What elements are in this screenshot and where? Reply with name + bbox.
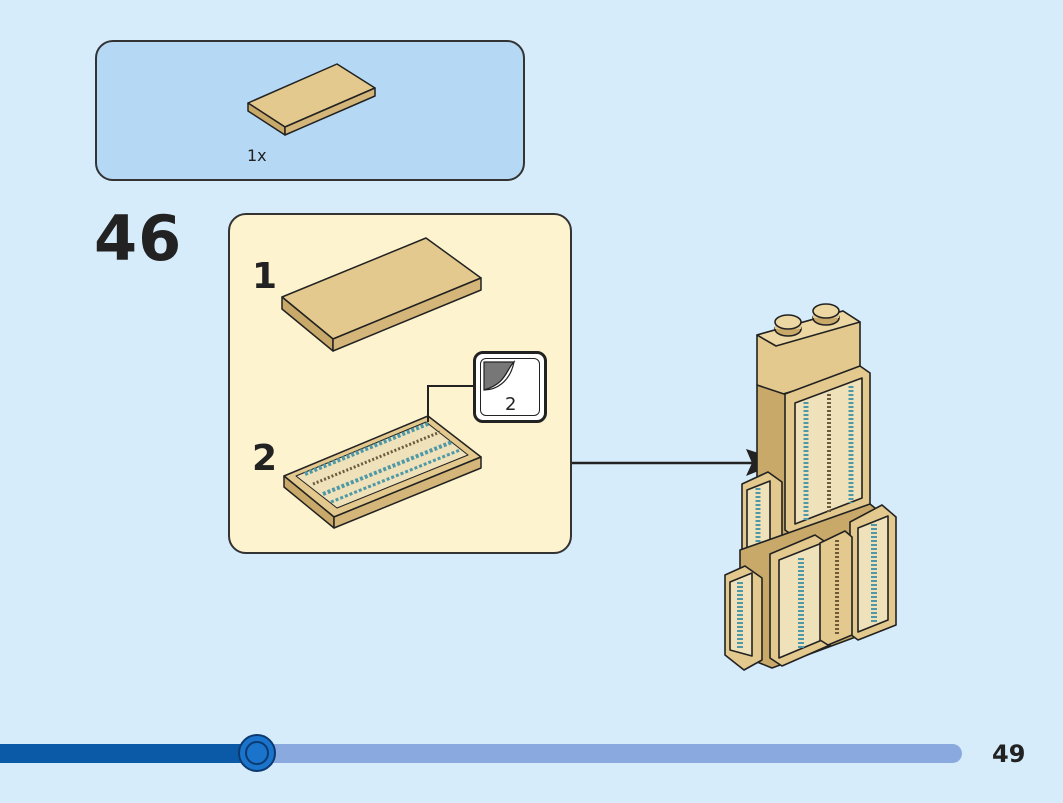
progress-handle (238, 734, 276, 772)
step-number: 46 (94, 202, 183, 275)
sticker-icon (480, 358, 540, 416)
substep-1-number: 1 (252, 256, 278, 297)
substep-2-number: 2 (252, 438, 278, 479)
substep-2-sticker-tile (283, 415, 482, 529)
sticker-peel-icon (483, 360, 516, 391)
progress-fill (0, 744, 260, 763)
sticker-callout (473, 351, 547, 423)
page-number: 49 (992, 740, 1026, 768)
sticker-leader-line (427, 385, 473, 422)
substep-1-tile (281, 237, 482, 352)
part-quantity: 1x (247, 146, 267, 165)
tile-part-image (247, 63, 376, 136)
sticker-number: 2 (505, 394, 517, 415)
